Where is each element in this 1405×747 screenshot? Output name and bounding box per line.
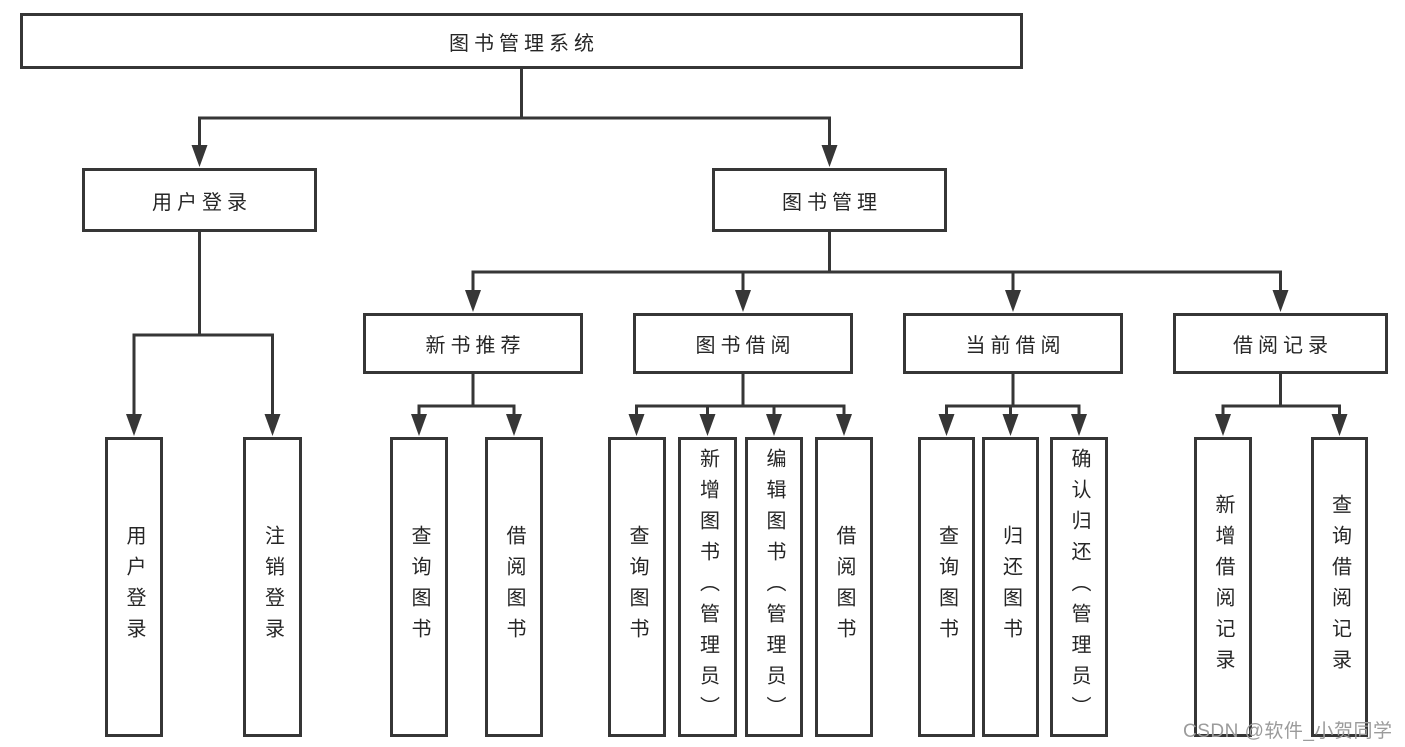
node-label: 编辑图书（管理员）	[763, 447, 785, 727]
node-book-borrowing: 图书借阅	[633, 313, 853, 374]
node-label: 查询图书	[935, 525, 958, 649]
node-library-system: 图书管理系统	[20, 13, 1023, 69]
node-label: 用户登录	[123, 525, 145, 649]
leaf-logout-login: 注销登录	[243, 437, 302, 737]
node-label: 新增图书（管理员）	[696, 447, 719, 727]
leaf-confirm-return-admin: 确认归还（管理员）	[1050, 437, 1108, 737]
node-label: 确认归还（管理员）	[1068, 447, 1090, 727]
leaf-query-borrow-record: 查询借阅记录	[1311, 437, 1368, 737]
node-label: 借阅图书	[833, 525, 855, 649]
leaf-borrow-books-recommend: 借阅图书	[485, 437, 543, 737]
node-label: 图书管理系统	[449, 32, 599, 55]
leaf-borrow-books: 借阅图书	[815, 437, 873, 737]
watermark: CSDN @软件_小贺同学	[1183, 721, 1393, 742]
leaf-user-login: 用户登录	[105, 437, 163, 737]
node-label: 查询借阅记录	[1328, 494, 1351, 680]
leaf-query-books-borrow: 查询图书	[608, 437, 666, 737]
leaf-return-books: 归还图书	[982, 437, 1039, 737]
node-label: 新书推荐	[425, 335, 526, 357]
node-label: 借阅记录	[1233, 335, 1333, 357]
node-label: 借阅图书	[503, 525, 525, 649]
node-label: 查询图书	[408, 525, 430, 649]
leaf-query-books-recommend: 查询图书	[390, 437, 448, 737]
leaf-add-borrow-record: 新增借阅记录	[1194, 437, 1252, 737]
node-label: 用户登录	[152, 191, 252, 214]
node-label: 当前借阅	[965, 335, 1066, 357]
node-user-login: 用户登录	[82, 168, 317, 232]
node-label: 图书借阅	[695, 335, 796, 357]
leaf-add-books-admin: 新增图书（管理员）	[678, 437, 737, 737]
leaf-edit-books-admin: 编辑图书（管理员）	[745, 437, 803, 737]
node-book-management: 图书管理	[712, 168, 947, 232]
node-borrowing-records: 借阅记录	[1173, 313, 1388, 374]
node-current-borrowing: 当前借阅	[903, 313, 1123, 374]
node-label: 归还图书	[999, 525, 1022, 649]
leaf-query-books-current: 查询图书	[918, 437, 975, 737]
node-label: 查询图书	[626, 525, 648, 649]
node-label: 新增借阅记录	[1212, 494, 1234, 680]
node-label: 注销登录	[261, 525, 284, 649]
node-label: 图书管理	[782, 191, 882, 214]
node-new-book-recommendation: 新书推荐	[363, 313, 583, 374]
